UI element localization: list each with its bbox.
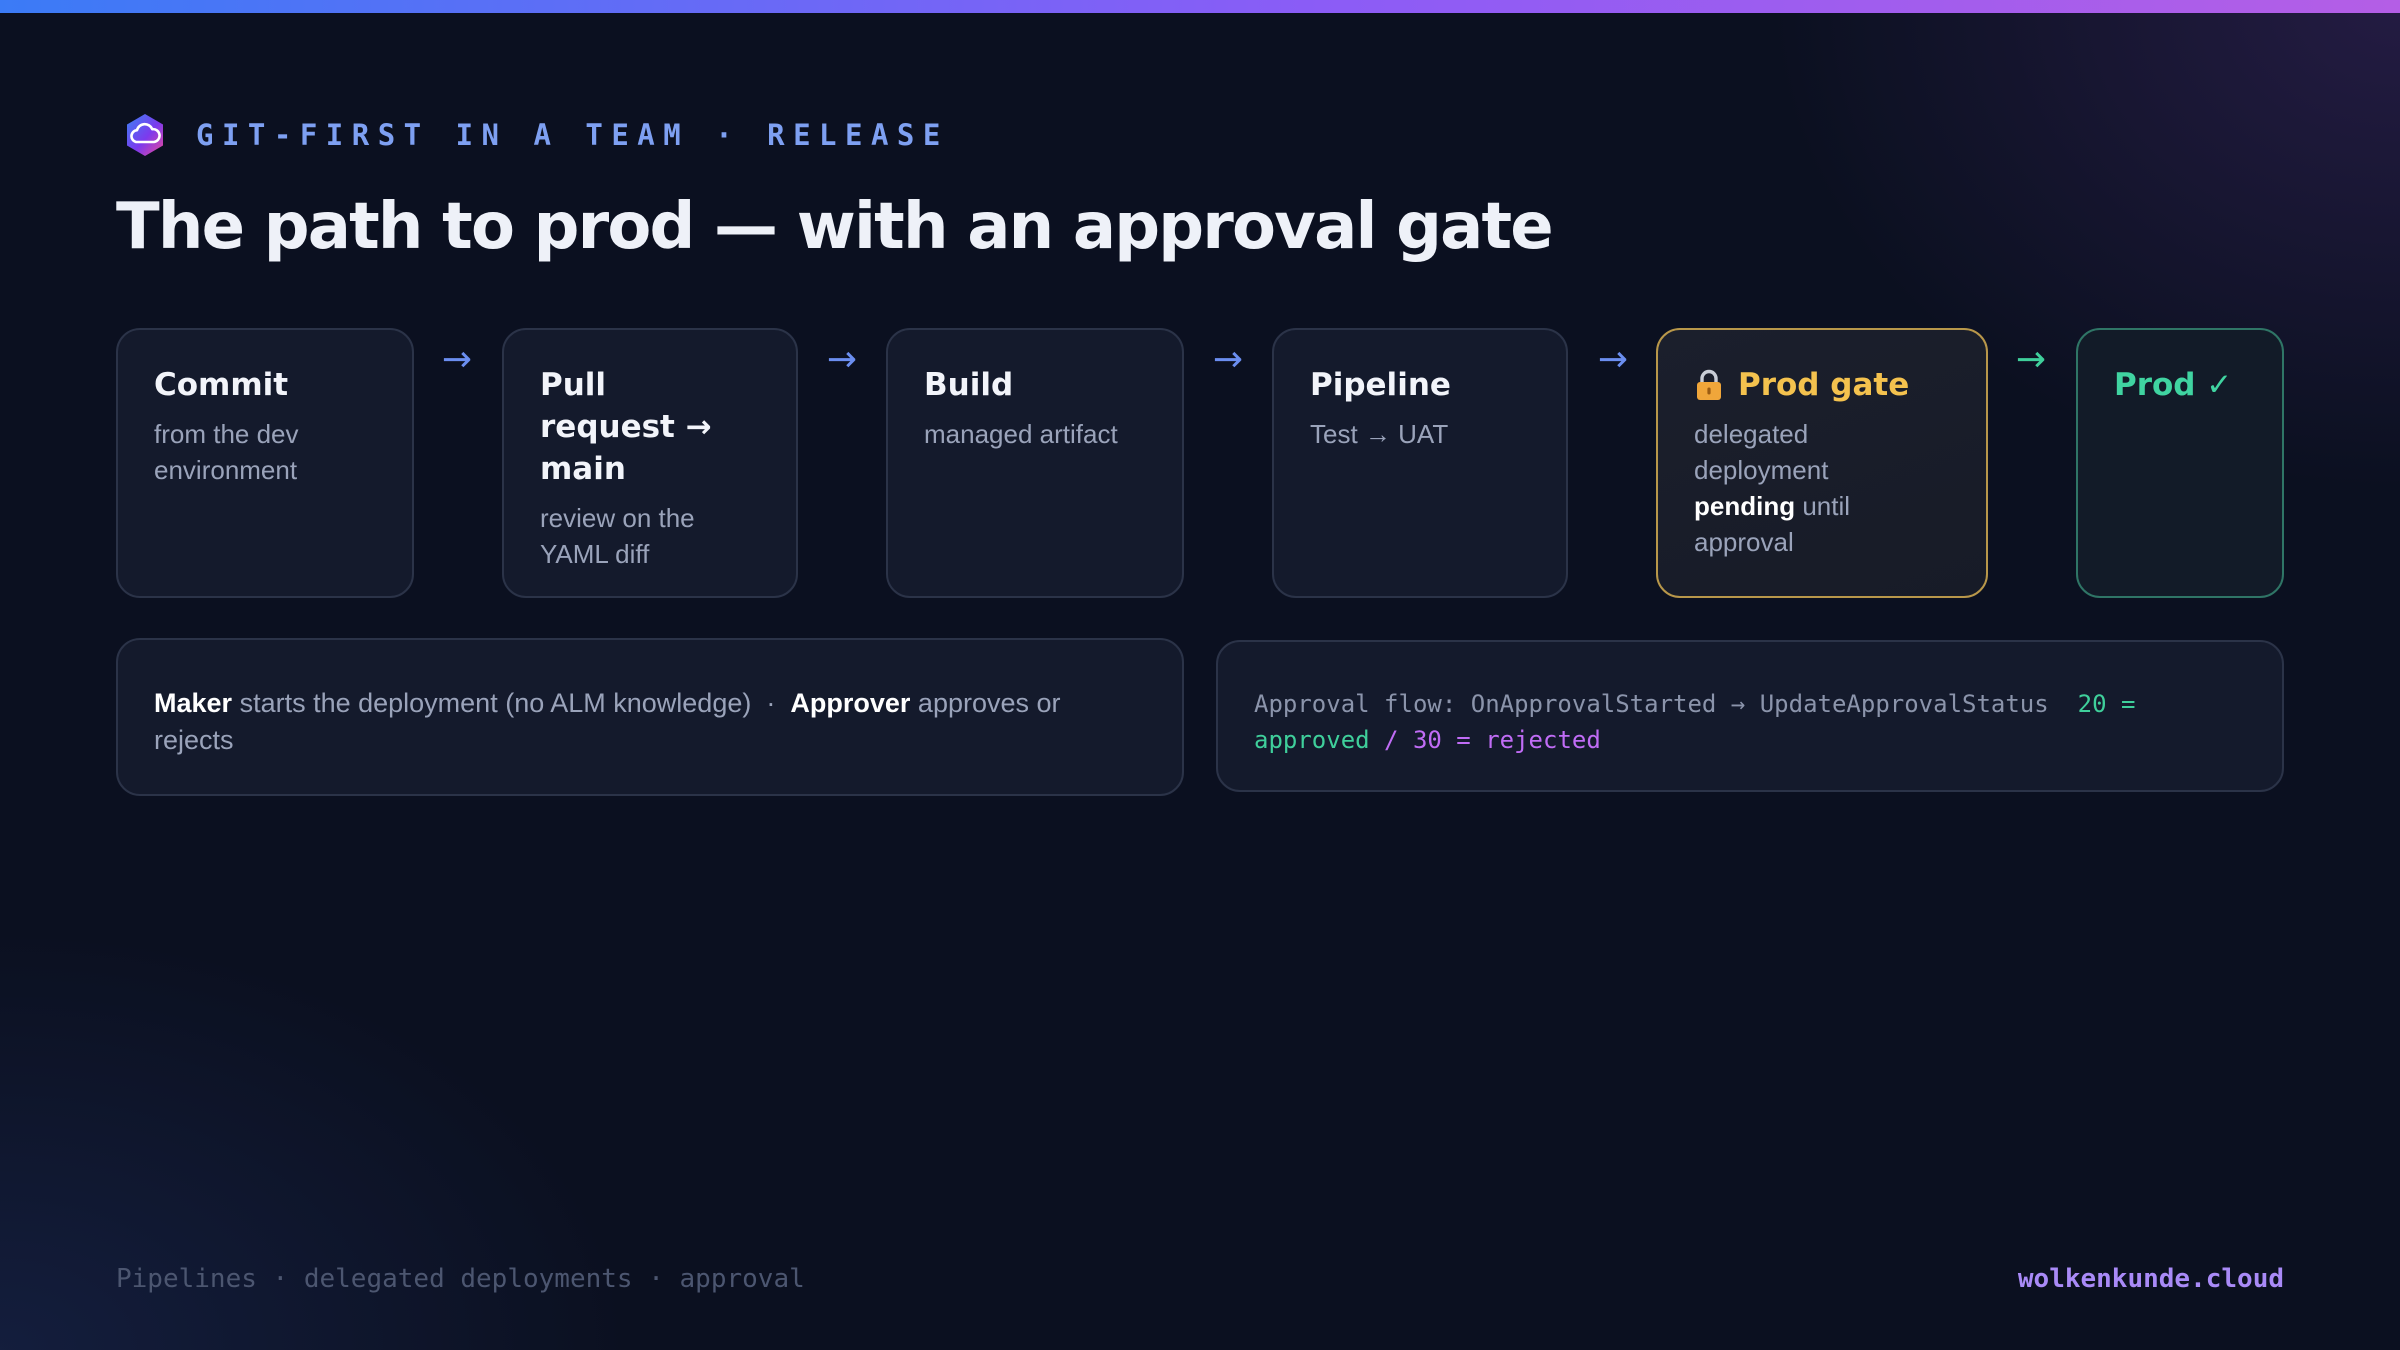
status-slash: / xyxy=(1384,726,1399,754)
role-maker: Maker xyxy=(154,688,233,718)
step-card-pipeline: Pipeline Test → UAT xyxy=(1272,328,1568,598)
roles-panel: Maker starts the deployment (no ALM know… xyxy=(116,638,1184,796)
step-title: Prod ✓ xyxy=(2114,367,2233,403)
flow-arrow-icon: → xyxy=(2015,339,2047,380)
step-subtitle: managed artifact xyxy=(924,419,1118,449)
status-approved: 20 = approved xyxy=(1254,690,2136,754)
status-rejected: 30 = rejected xyxy=(1412,726,1601,754)
step-title: Pipeline xyxy=(1310,367,1451,403)
step-title-text: Prod gate xyxy=(1738,367,1910,403)
step-title: Build xyxy=(924,367,1014,403)
step-subtitle-pre: delegated deployment xyxy=(1694,419,1829,485)
step-card-pull-request: Pull request → main review on the YAML d… xyxy=(502,328,798,598)
step-title: Prod gate xyxy=(1694,364,1950,406)
approval-flow-text: Approval flow: OnApprovalStarted → Updat… xyxy=(1254,686,2246,758)
cloud-logo-icon xyxy=(127,114,163,156)
step-subtitle: review on the YAML diff xyxy=(540,503,695,569)
step-subtitle: Test → UAT xyxy=(1310,419,1449,449)
step-subtitle: delegated deployment pending until appro… xyxy=(1694,416,1894,560)
step-subtitle-emphasis: pending xyxy=(1694,491,1796,521)
flow-arrow-icon: → xyxy=(441,339,473,380)
step-card-build: Build managed artifact xyxy=(886,328,1184,598)
eyebrow: GIT-FIRST IN A TEAM · RELEASE xyxy=(122,112,949,158)
roles-text: Maker starts the deployment (no ALM know… xyxy=(154,685,1146,759)
top-accent-bar xyxy=(0,0,2400,13)
approval-flow-panel: Approval flow: OnApprovalStarted → Updat… xyxy=(1216,640,2284,792)
page-title: The path to prod — with an approval gate xyxy=(116,190,1554,264)
lock-icon xyxy=(1697,369,1721,400)
eyebrow-label: GIT-FIRST IN A TEAM · RELEASE xyxy=(196,118,949,152)
step-title: Pull request → main xyxy=(540,367,712,487)
footer-brand-link[interactable]: wolkenkunde.cloud xyxy=(2017,1264,2284,1294)
flow-arrow-icon: → xyxy=(826,339,858,380)
step-title: Commit xyxy=(154,367,289,403)
role-approver-desc: approves or rejects xyxy=(154,688,1061,755)
footer-caption: Pipelines · delegated deployments · appr… xyxy=(116,1264,805,1294)
step-card-prod-gate: Prod gate delegated deployment pending u… xyxy=(1656,328,1988,598)
step-subtitle-post: until approval xyxy=(1694,491,1851,557)
role-separator: · xyxy=(766,688,776,718)
step-card-prod: Prod ✓ xyxy=(2076,328,2284,598)
step-subtitle: from the dev environment xyxy=(154,419,299,485)
flow-arrow-icon: → xyxy=(1212,339,1244,380)
role-approver: Approver xyxy=(790,688,911,718)
step-card-commit: Commit from the dev environment xyxy=(116,328,414,598)
approval-flow-prefix: Approval flow: OnApprovalStarted → Updat… xyxy=(1254,690,2049,718)
role-maker-desc: starts the deployment (no ALM knowledge) xyxy=(239,688,752,718)
flow-arrow-icon: → xyxy=(1597,339,1629,380)
